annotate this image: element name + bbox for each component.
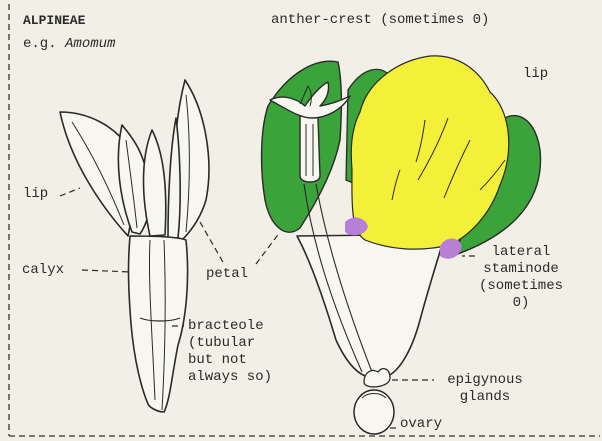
label-ovary: ovary (400, 416, 442, 433)
bracteole-tube (129, 236, 188, 412)
left-flower (60, 80, 209, 412)
label-petal: petal (206, 266, 248, 283)
example-prefix: e.g. (23, 36, 65, 52)
label-lip-left: lip (23, 186, 48, 203)
label-bracteole: bracteole (tubular but not always so) (188, 318, 272, 386)
label-anther-crest: anther-crest (sometimes 0) (271, 12, 489, 29)
label-lateral-staminode: lateral staminode (sometimes 0) (466, 244, 576, 312)
ovary-shape (354, 390, 394, 434)
example-line: e.g. Amomum (23, 36, 115, 53)
anther (300, 114, 320, 183)
corolla-tube (297, 235, 442, 376)
example-genus: Amomum (65, 36, 115, 52)
label-calyx: calyx (22, 262, 64, 279)
label-epigynous-glands: epigynous glands (430, 372, 540, 406)
left-petal-2 (144, 130, 166, 236)
diagram-title: ALPINEAE (23, 12, 85, 29)
label-lip-right: lip (523, 66, 548, 83)
